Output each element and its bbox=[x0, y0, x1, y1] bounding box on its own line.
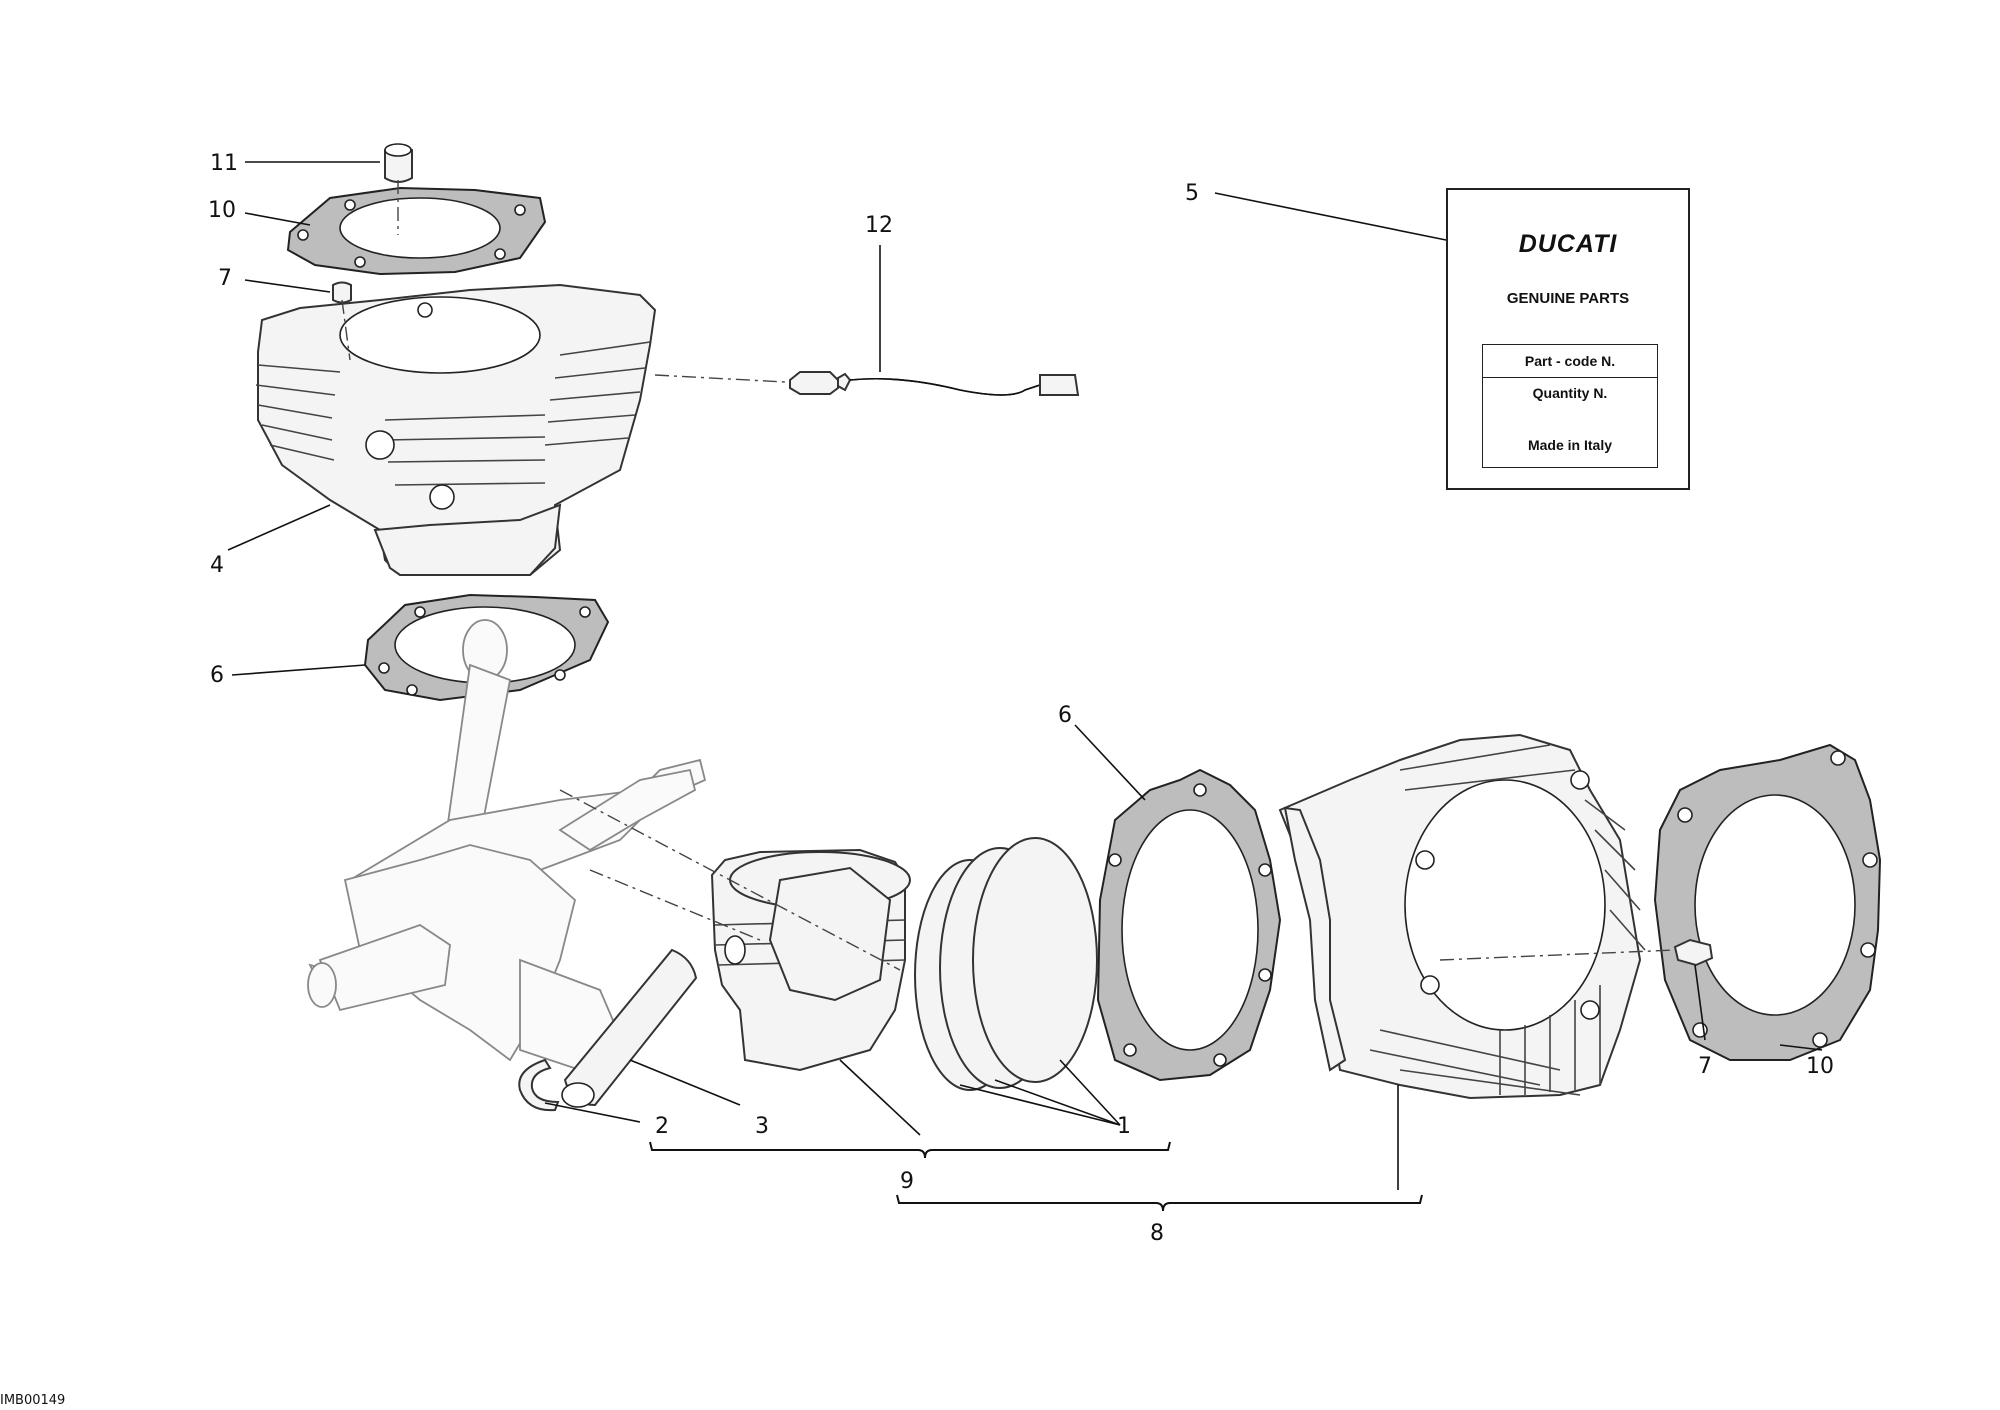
dowel-small bbox=[332, 281, 352, 304]
bracket-8 bbox=[896, 1194, 1423, 1212]
callout-9: 9 bbox=[900, 1169, 914, 1194]
temperature-sensor bbox=[789, 371, 1080, 396]
callout-3: 3 bbox=[755, 1114, 769, 1139]
genuine-parts-label: DUCATI GENUINE PARTS Part - code N. Quan… bbox=[1446, 188, 1690, 490]
leader-lines bbox=[227, 161, 1823, 1190]
dowel-right bbox=[1673, 938, 1714, 967]
callout-2: 2 bbox=[655, 1114, 669, 1139]
callout-5: 5 bbox=[1185, 181, 1199, 206]
part-code-label: Part - code N. bbox=[1483, 345, 1657, 378]
callout-11: 11 bbox=[210, 151, 238, 176]
callout-10-top: 10 bbox=[208, 198, 236, 223]
callout-6-left: 6 bbox=[210, 663, 224, 688]
cylinder-top bbox=[255, 283, 657, 576]
quantity-label: Quantity N. bbox=[1532, 385, 1608, 401]
callout-7-right: 7 bbox=[1698, 1054, 1712, 1079]
image-reference-code: IMB00149 bbox=[0, 1393, 66, 1408]
circlip bbox=[518, 1058, 560, 1112]
part-info-box: Part - code N. Quantity N. Made in Italy bbox=[1482, 344, 1658, 468]
callout-labels: 11 10 7 4 6 12 5 6 7 10 1 2 3 9 8 bbox=[208, 151, 1834, 1246]
crankshaft bbox=[307, 619, 707, 1071]
head-gasket-right bbox=[1653, 743, 1882, 1061]
genuine-parts-title: GENUINE PARTS bbox=[1506, 290, 1630, 307]
callout-8: 8 bbox=[1150, 1221, 1164, 1246]
callout-12: 12 bbox=[865, 213, 893, 238]
brand-logo: DUCATI bbox=[1518, 230, 1618, 258]
head-gasket-top bbox=[286, 186, 547, 276]
cylinder-right bbox=[1278, 733, 1646, 1100]
piston bbox=[710, 848, 911, 1072]
made-in-label: Made in Italy bbox=[1527, 437, 1613, 453]
callout-7-top: 7 bbox=[218, 266, 232, 291]
piston-pin bbox=[561, 948, 698, 1108]
dowel-top bbox=[384, 143, 413, 183]
bracket-9 bbox=[649, 1141, 1171, 1159]
callout-4: 4 bbox=[210, 553, 224, 578]
callout-1: 1 bbox=[1117, 1114, 1131, 1139]
callout-6-right: 6 bbox=[1058, 703, 1072, 728]
piston-rings bbox=[914, 837, 1098, 1091]
callout-10-right: 10 bbox=[1806, 1054, 1834, 1079]
base-gasket-right bbox=[1096, 768, 1282, 1082]
